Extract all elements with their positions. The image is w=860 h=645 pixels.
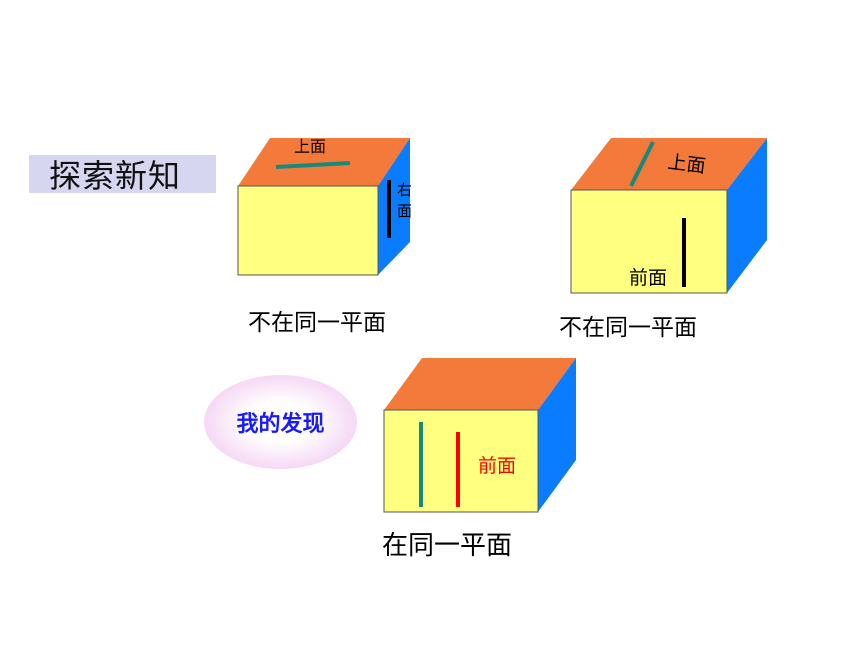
cube3-front-face bbox=[383, 409, 539, 513]
cube1-front-face bbox=[237, 185, 379, 276]
cube3-front-label: 前面 bbox=[478, 455, 516, 477]
cube1-caption: 不在同一平面 bbox=[248, 310, 386, 336]
cube1-top-label: 上面 bbox=[294, 137, 326, 156]
discovery-bubble: 我的发现 bbox=[204, 375, 357, 469]
cube2-front-face bbox=[570, 189, 728, 294]
section-title: 探索新知 bbox=[29, 155, 216, 195]
cube3-caption: 在同一平面 bbox=[382, 531, 513, 561]
cube3-top-face bbox=[384, 358, 576, 410]
cube2-front-label: 前面 bbox=[629, 267, 667, 289]
cube1-side-face bbox=[378, 138, 410, 275]
cube-diagram-2: 上面 前面 bbox=[570, 138, 767, 294]
cube3-side-face bbox=[538, 358, 576, 512]
cube1-top-face bbox=[238, 138, 410, 186]
cube2-side-face bbox=[727, 138, 767, 293]
cube1-top-line bbox=[275, 161, 351, 169]
cube1-right-label-1: 右 bbox=[397, 181, 412, 199]
cube-diagram-1: 上面 右 面 bbox=[237, 137, 412, 276]
cube2-top-line bbox=[629, 141, 655, 187]
cube1-right-label-2: 面 bbox=[397, 202, 412, 220]
cube2-top-label: 上面 bbox=[666, 151, 706, 177]
cube-diagram-3: 前面 bbox=[383, 358, 576, 513]
cube2-top-face bbox=[571, 138, 767, 190]
cube2-caption: 不在同一平面 bbox=[559, 315, 697, 341]
